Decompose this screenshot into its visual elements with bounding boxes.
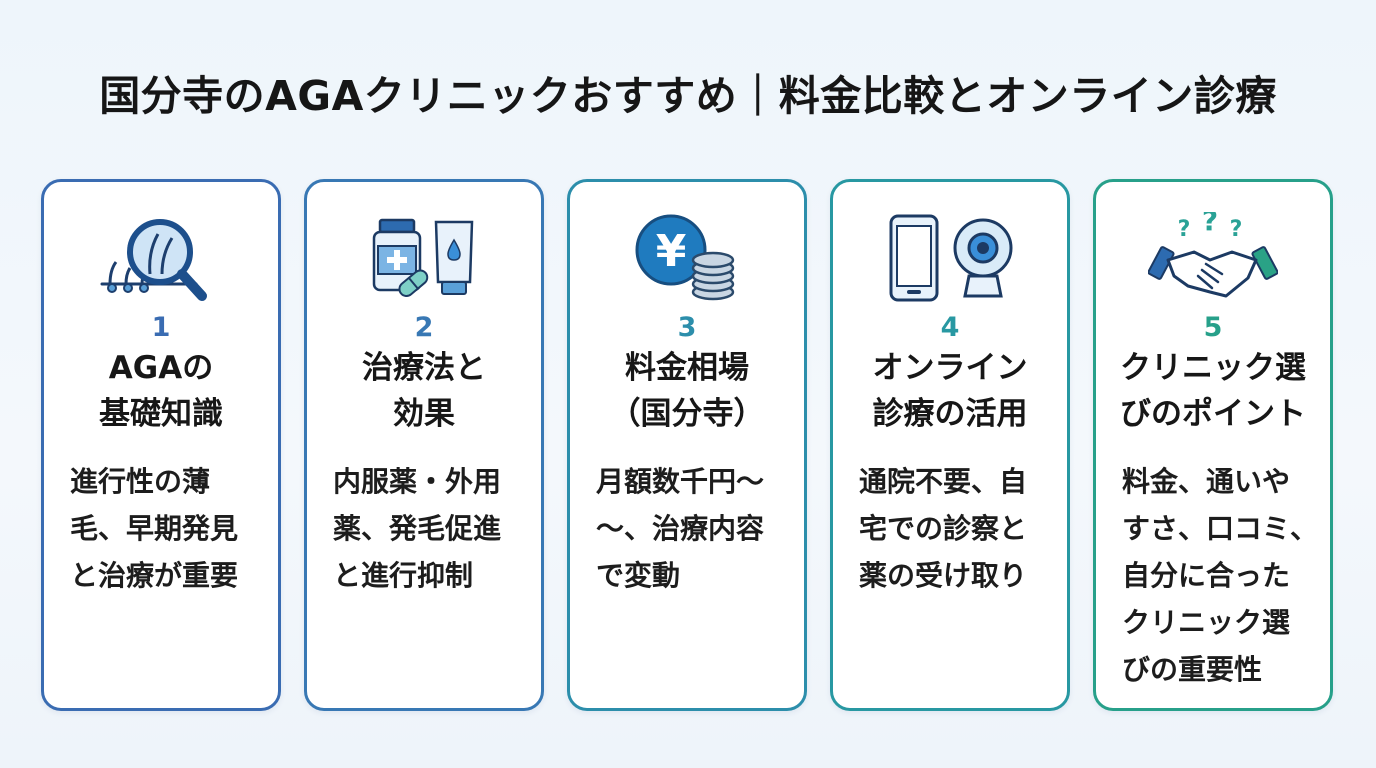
card-description: 通院不要、自 宅での診察と 薬の受け取り: [859, 465, 1028, 592]
page-title: 国分寺のAGAクリニックおすすめ｜料金比較とオンライン診療: [99, 72, 1277, 120]
svg-text:?: ?: [1230, 217, 1243, 242]
card-heading: クリニック選 びのポイント: [1120, 350, 1306, 432]
medicine-tube-icon: [307, 212, 541, 304]
card-number: 2: [414, 312, 434, 343]
card-price: ¥ 3 料金相場 （国分寺） 月額数千円〜 〜、治療内容 で変動: [567, 179, 807, 711]
card-heading: オンライン 診療の活用: [872, 350, 1028, 432]
card-aga-basics: 1 AGAの 基礎知識 進行性の薄 毛、早期発見 と治療が重要: [41, 179, 281, 711]
card-treatment: 2 治療法と 効果 内服薬・外用 薬、発毛促進 と進行抑制: [304, 179, 544, 711]
svg-text:?: ?: [1178, 217, 1191, 242]
card-description: 月額数千円〜 〜、治療内容 で変動: [596, 465, 765, 592]
phone-webcam-icon: [833, 212, 1067, 304]
card-heading: 料金相場 （国分寺）: [609, 350, 765, 432]
card-number: 1: [151, 312, 171, 343]
svg-text:?: ?: [1202, 212, 1218, 237]
card-number: 3: [677, 312, 697, 343]
magnifier-hair-icon: [44, 212, 278, 304]
handshake-question-icon: ? ? ?: [1096, 212, 1330, 304]
card-description: 進行性の薄 毛、早期発見 と治療が重要: [70, 465, 239, 592]
card-heading: 治療法と 効果: [362, 350, 486, 432]
card-description: 内服薬・外用 薬、発毛促進 と進行抑制: [333, 465, 502, 592]
card-online: 4 オンライン 診療の活用 通院不要、自 宅での診察と 薬の受け取り: [830, 179, 1070, 711]
card-number: 4: [940, 312, 960, 343]
card-heading: AGAの 基礎知識: [99, 350, 223, 432]
yen-coins-icon: ¥: [570, 212, 804, 304]
card-clinic-choice: ? ? ? 5 クリニック選 びのポイント 料金、通いや すさ、口コミ、 自分に…: [1093, 179, 1333, 711]
svg-text:¥: ¥: [656, 226, 687, 277]
card-description: 料金、通いや すさ、口コミ、 自分に合った クリニック選 びの重要性: [1122, 465, 1319, 686]
card-number: 5: [1203, 312, 1223, 343]
